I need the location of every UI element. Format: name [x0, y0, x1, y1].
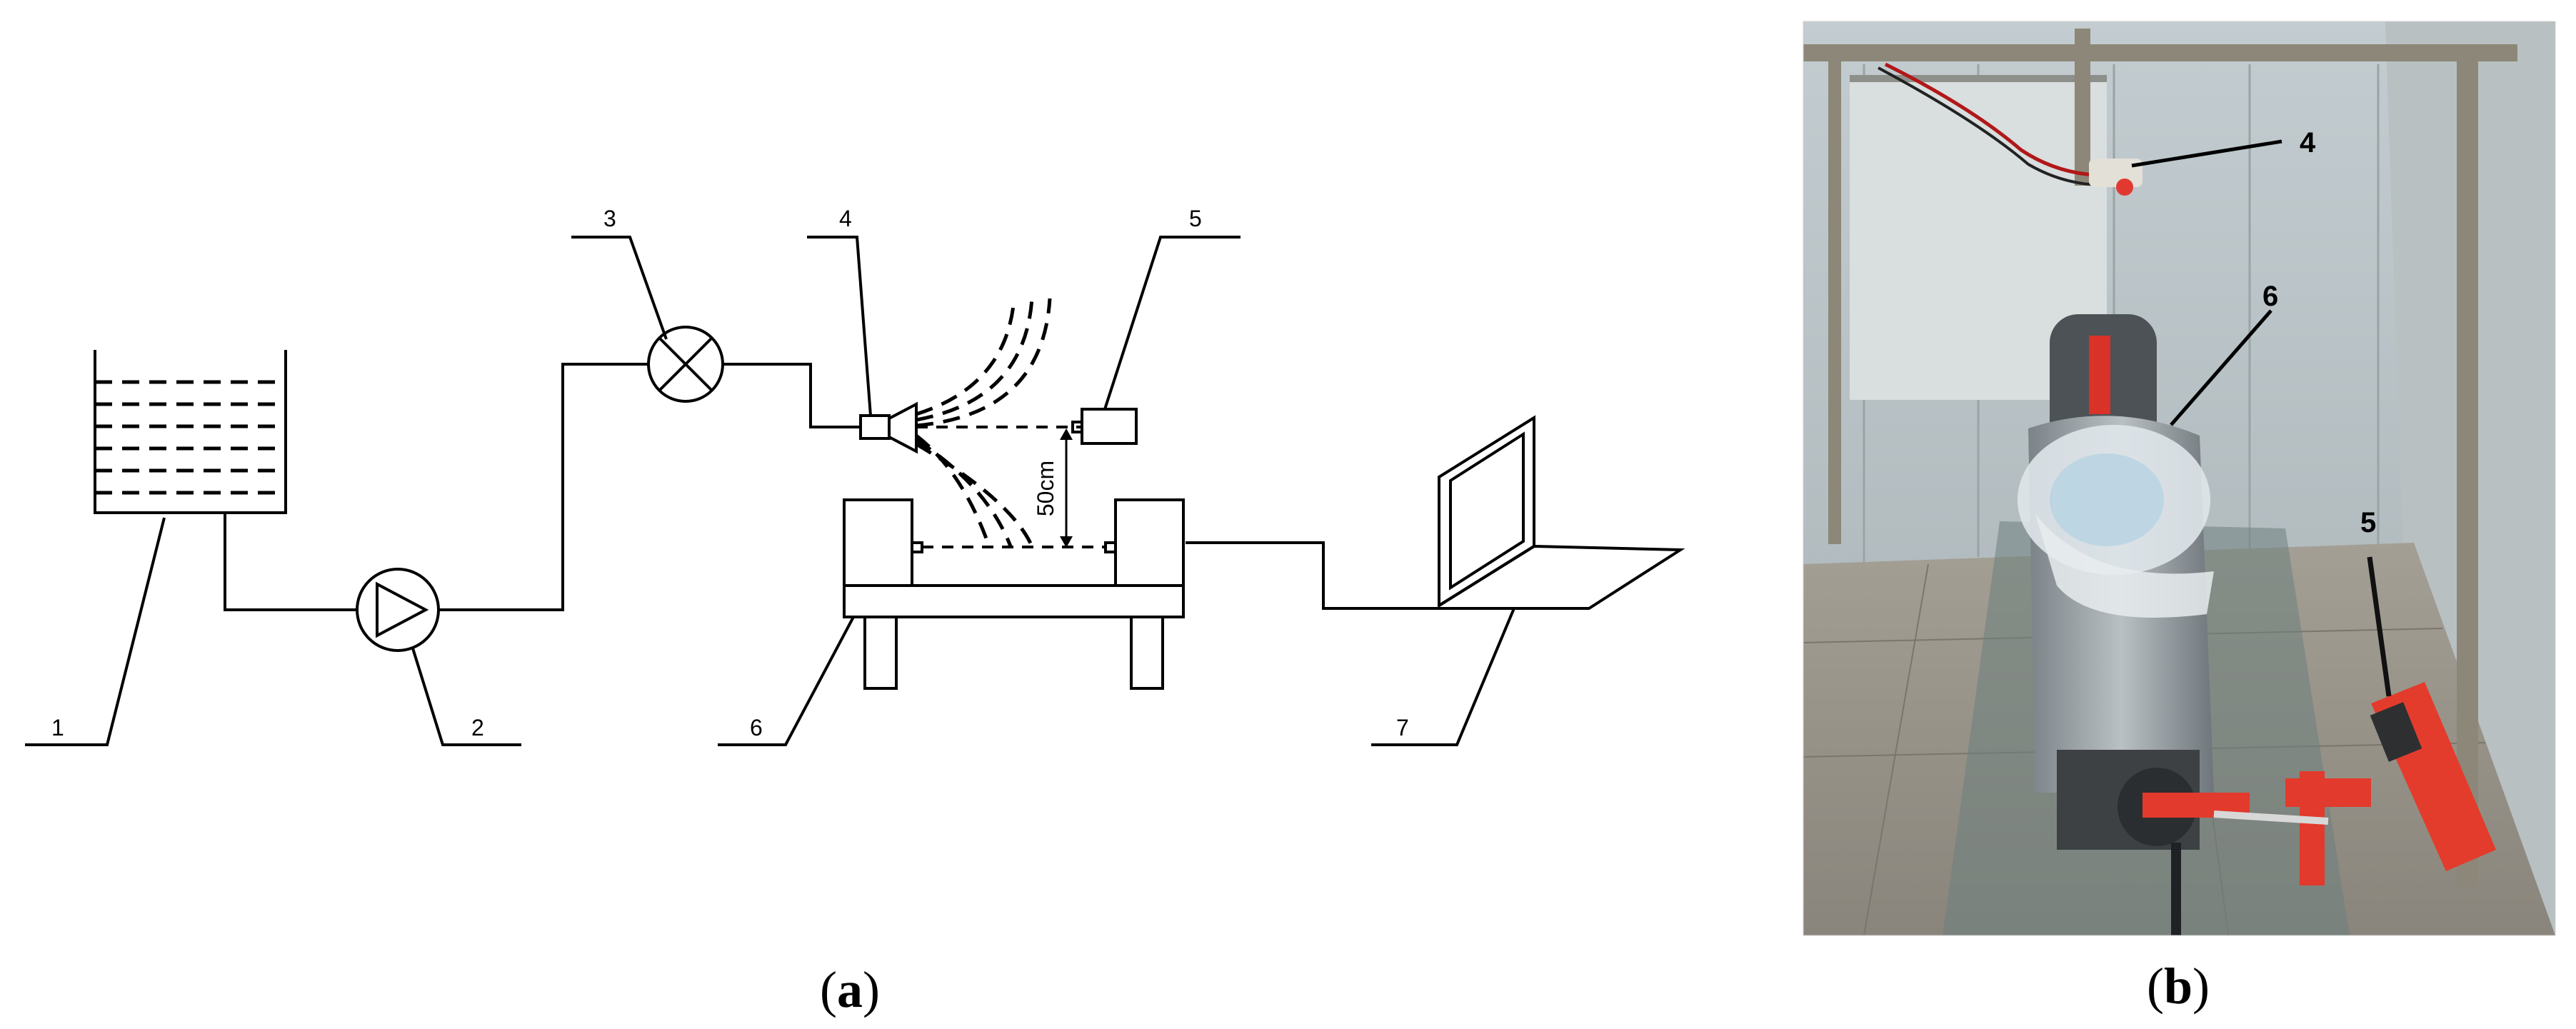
caption-a: (a) [820, 961, 880, 1018]
experiment-photo: 4 6 5 (b) [1803, 21, 2556, 1015]
photo-callouts: 4 6 5 [2131, 127, 2376, 538]
callout-labels: 1 2 3 4 5 6 7 [25, 206, 1515, 746]
valve [647, 326, 724, 403]
pump [356, 568, 440, 652]
label-4: 4 [839, 206, 852, 231]
photo-label-6: 6 [2262, 281, 2278, 312]
water-tank [94, 350, 287, 514]
caption-b: (b) [2147, 958, 2210, 1015]
pipe-line [224, 363, 1440, 611]
sensor [1071, 408, 1138, 445]
label-6: 6 [750, 715, 763, 741]
photo-label-5: 5 [2360, 507, 2376, 538]
schematic-diagram: 50cm 1 2 3 4 [25, 206, 1685, 1018]
label-2: 2 [471, 715, 484, 741]
distance-label: 50cm [1033, 461, 1058, 516]
label-3: 3 [603, 206, 616, 231]
label-5: 5 [1189, 206, 1202, 231]
spray-pattern [915, 298, 1082, 548]
distance-marker: 50cm [1033, 428, 1073, 548]
label-7: 7 [1396, 715, 1409, 741]
photo-label-4: 4 [2300, 127, 2316, 159]
measurement-bench [843, 498, 1185, 690]
nozzle [859, 401, 918, 454]
computer [1438, 415, 1685, 610]
label-1: 1 [51, 715, 64, 741]
